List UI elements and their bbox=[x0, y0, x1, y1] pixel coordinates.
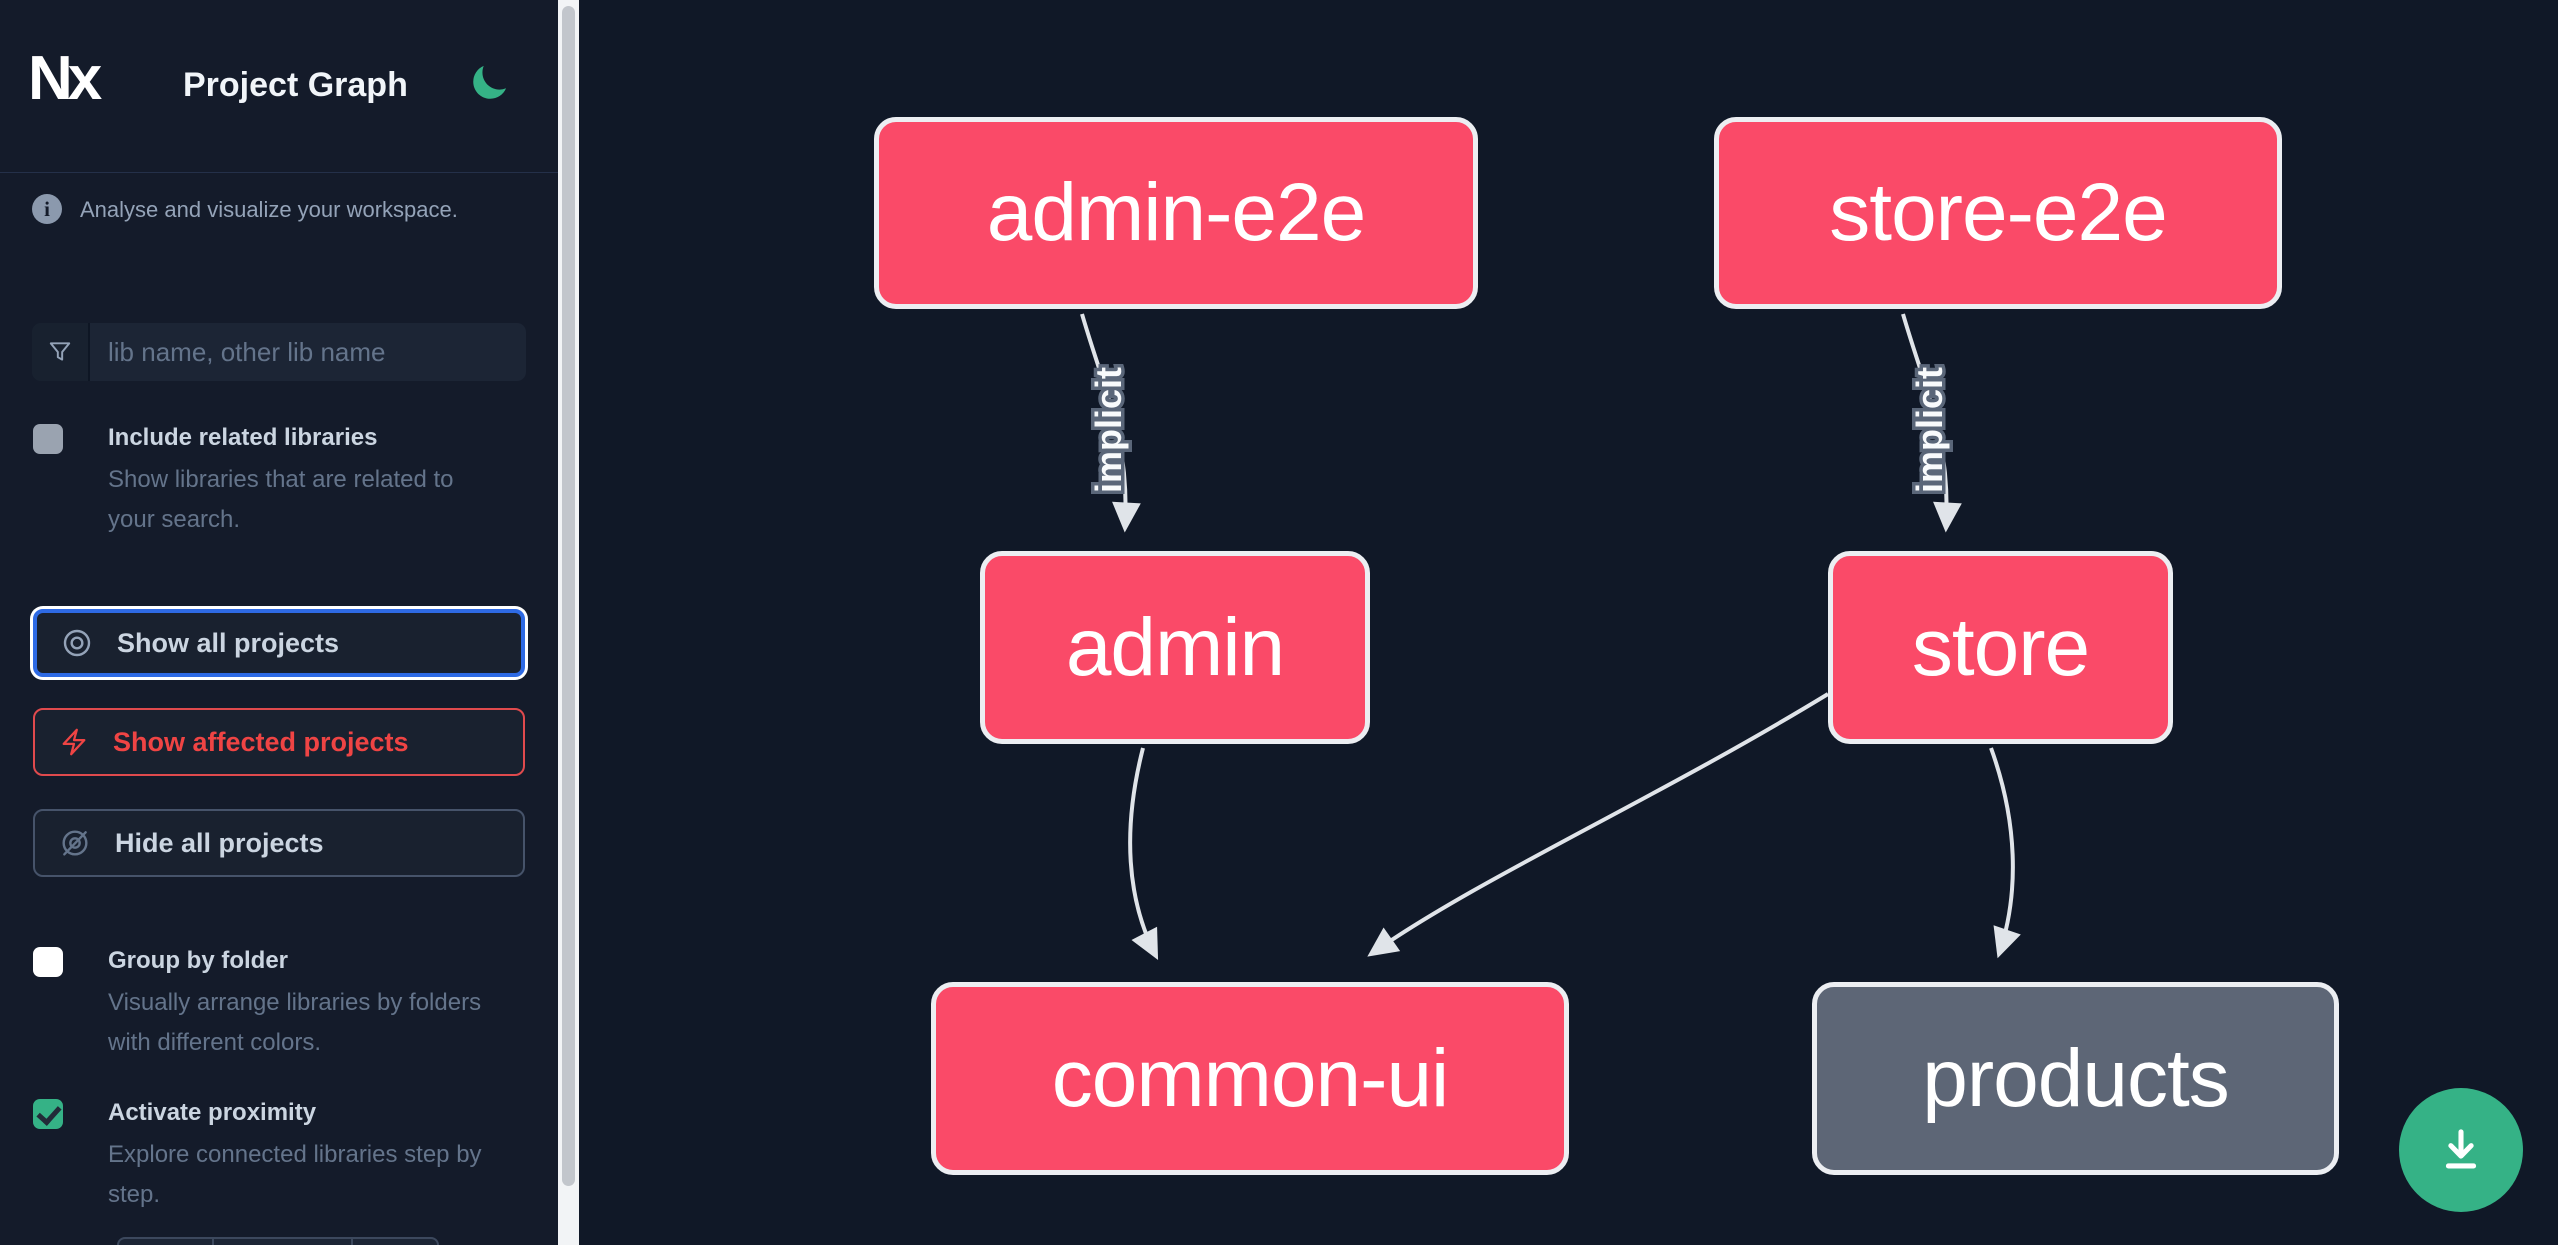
show-all-projects-label: Show all projects bbox=[117, 627, 340, 658]
edge-admin-e2e-to-admin[interactable] bbox=[1080, 313, 1141, 533]
edge-store-to-products[interactable] bbox=[1989, 747, 2021, 959]
sidebar: Nx Project Graph i Analyse and visualize… bbox=[0, 0, 558, 1245]
graph-node-store[interactable]: store bbox=[1828, 551, 2173, 744]
info-icon: i bbox=[32, 194, 62, 224]
filter-input[interactable] bbox=[90, 323, 526, 381]
dark-mode-toggle[interactable] bbox=[468, 62, 510, 104]
graph-node-admin-e2e[interactable]: admin-e2e bbox=[874, 117, 1478, 309]
page-title: Project Graph bbox=[183, 66, 408, 104]
group-by-folder-checkbox[interactable] bbox=[33, 947, 63, 977]
download-image-button[interactable] bbox=[2399, 1088, 2523, 1212]
toggle-label: Group by folder bbox=[108, 947, 288, 974]
nx-logo: Nx bbox=[28, 44, 102, 113]
activate-proximity-checkbox[interactable] bbox=[33, 1099, 63, 1129]
graph-node-products[interactable]: products bbox=[1812, 982, 2339, 1175]
toggle-label: Activate proximity bbox=[108, 1099, 317, 1126]
workspace-tagline: i Analyse and visualize your workspace. bbox=[32, 194, 532, 225]
toggle-label: Include related libraries bbox=[108, 424, 378, 451]
toggle-group-by-folder: Group by folder Visually arrange librari… bbox=[33, 945, 523, 1063]
edge-label-implicit[interactable]: implicit bbox=[1906, 363, 1954, 496]
graph-canvas[interactable]: implicit implicit admin-e2e store-e2e ad… bbox=[579, 0, 2558, 1245]
download-icon bbox=[2445, 1129, 2477, 1169]
edge-store-to-common-ui[interactable] bbox=[1367, 692, 1830, 957]
toggle-description: Visually arrange libraries by folders wi… bbox=[108, 989, 482, 1056]
proximity-stepper[interactable] bbox=[117, 1237, 439, 1245]
graph-node-admin[interactable]: admin bbox=[980, 551, 1370, 744]
edge-admin-to-common-ui[interactable] bbox=[1128, 747, 1159, 960]
hide-all-projects-button[interactable]: Hide all projects bbox=[33, 809, 525, 877]
sidebar-scrollbar-thumb[interactable] bbox=[562, 6, 575, 1186]
eye-off-icon bbox=[62, 830, 88, 856]
tagline-text: Analyse and visualize your workspace. bbox=[80, 197, 458, 222]
graph-node-store-e2e[interactable]: store-e2e bbox=[1714, 117, 2282, 309]
moon-icon bbox=[473, 65, 507, 99]
toggle-activate-proximity: Activate proximity Explore connected lib… bbox=[33, 1097, 523, 1215]
graph-edges: implicit implicit bbox=[1080, 313, 2021, 960]
include-related-checkbox[interactable] bbox=[33, 424, 63, 454]
toggle-description: Explore connected libraries step by step… bbox=[108, 1141, 482, 1208]
graph-node-common-ui[interactable]: common-ui bbox=[931, 982, 1569, 1175]
show-all-projects-button[interactable]: Show all projects bbox=[33, 609, 525, 677]
edge-label-implicit[interactable]: implicit bbox=[1085, 363, 1133, 496]
show-affected-projects-label: Show affected projects bbox=[113, 726, 409, 757]
funnel-icon bbox=[32, 323, 90, 381]
filter-box bbox=[32, 323, 526, 381]
hide-all-projects-label: Hide all projects bbox=[115, 827, 324, 858]
eye-icon bbox=[63, 629, 91, 657]
toggle-description: Show libraries that are related to your … bbox=[108, 466, 454, 533]
show-affected-projects-button[interactable]: Show affected projects bbox=[33, 708, 525, 776]
bolt-icon bbox=[62, 728, 86, 756]
toggle-include-related: Include related libraries Show libraries… bbox=[33, 422, 523, 540]
sidebar-header: Nx Project Graph bbox=[0, 0, 558, 173]
edge-store-e2e-to-store[interactable] bbox=[1901, 313, 1962, 533]
sidebar-scrollbar-track bbox=[558, 0, 579, 1245]
